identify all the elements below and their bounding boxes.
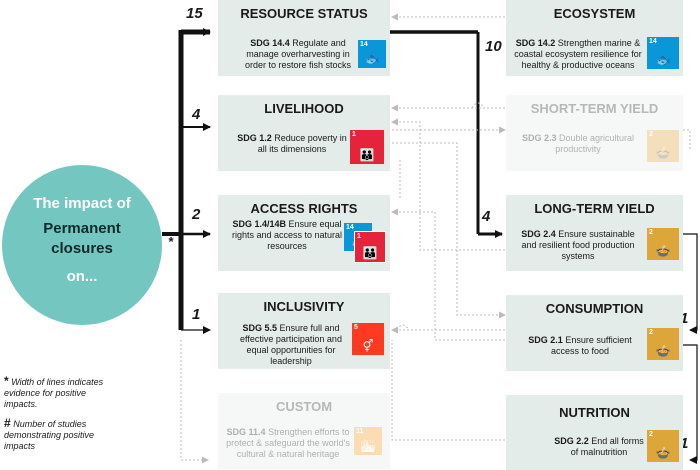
box-desc: SDG 14.2 Strengthen marine & coastal eco… (514, 38, 642, 70)
circle-line-1: The impact of (33, 195, 131, 212)
dotted-bridge (471, 102, 485, 109)
box-title: CUSTOM (275, 399, 333, 414)
box-desc: SDG 2.4 Ensure sustainable and resilient… (521, 229, 635, 261)
count-nutrition: 1 (680, 435, 689, 452)
box-resource-status: RESOURCE STATUS SDG 14.4 Regulate and ma… (218, 0, 390, 76)
sdg1-icon: 1👪 (350, 130, 384, 164)
dotted-livelihood-consumption (392, 142, 506, 319)
count-consumption: 1 (680, 310, 689, 327)
impact-circle: The impact of Permanent closures on... (2, 165, 162, 325)
box-ecosystem: ECOSYSTEM SDG 14.2 Strengthen marine & c… (506, 0, 683, 76)
sdg14-icon: 14🐟 (647, 37, 679, 69)
circle-line-2: Permanent closures (43, 220, 121, 257)
sdg11-icon: 11🏙 (354, 427, 382, 455)
sdg14-icon: 14🐟 (358, 40, 386, 68)
box-nutrition: NUTRITION SDG 2.2 End all forms of malnu… (506, 395, 683, 470)
box-title: ECOSYSTEM (553, 6, 636, 21)
dotted-bridge-2 (396, 324, 410, 331)
box-desc: SDG 1.2 Reduce poverty in all its dimens… (237, 133, 347, 154)
box-title: ACCESS RIGHTS (250, 201, 358, 216)
sdg2-icon: 2🍲 (647, 130, 679, 162)
footnote-line-width: * Width of lines indicates evidence for … (4, 374, 104, 409)
box-title: SHORT-TERM YIELD (530, 101, 659, 116)
box-title: CONSUMPTION (545, 301, 644, 316)
box-livelihood: LIVELIHOOD SDG 1.2 Reduce poverty in all… (218, 95, 390, 171)
box-long-term-yield: LONG-TERM YIELD SDG 2.4 Ensure sustainab… (506, 195, 683, 271)
box-title: NUTRITION (559, 405, 630, 420)
box-desc: SDG 2.2 End all forms of malnutrition (554, 436, 644, 457)
box-inclusivity: INCLUSIVITY SDG 5.5 Ensure full and effe… (218, 293, 390, 369)
sdg2-icon: 2🍲 (647, 328, 679, 360)
footnote-study-count: # Number of studies demonstrating positi… (4, 416, 95, 451)
box-desc: SDG 14.4 Regulate and manage overharvest… (244, 38, 352, 70)
arrow-nutrition (683, 344, 698, 464)
sdg5-icon: 5⚥ (352, 323, 384, 355)
dotted-nutrition-inclusivity (391, 340, 505, 441)
sdg2-icon: 2🍲 (647, 228, 679, 260)
box-desc: SDG 11.4 Strengthen efforts to protect &… (226, 427, 350, 459)
box-consumption: CONSUMPTION SDG 2.1 Ensure sufficient ac… (506, 295, 683, 371)
dotted-consumption-access (391, 208, 505, 341)
count-inclusivity: 1 (192, 306, 201, 323)
count-longterm: 4 (482, 208, 491, 225)
count-ecosystem: 10 (485, 38, 502, 55)
box-desc: SDG 1.4/14B Ensure equal rights and acce… (231, 219, 343, 251)
trunk-asterisk: * (168, 234, 174, 249)
box-title: INCLUSIVITY (263, 299, 345, 314)
count-livelihood: 4 (192, 106, 201, 123)
dotted-longterm-livelihood (391, 118, 505, 251)
sdg2-icon: 2🍲 (647, 430, 679, 462)
dotted-custom (180, 340, 209, 464)
circle-line-3: on... (66, 268, 98, 285)
count-resource: 15 (186, 5, 203, 22)
box-short-term-yield: SHORT-TERM YIELD SDG 2.3 Double agricult… (506, 95, 683, 171)
box-desc: SDG 2.1 Ensure sufficient access to food (528, 335, 632, 356)
box-title: LONG-TERM YIELD (534, 201, 655, 216)
box-access-rights: ACCESS RIGHTS SDG 1.4/14B Ensure equal r… (218, 195, 390, 271)
count-access: 2 (192, 206, 201, 223)
box-title: RESOURCE STATUS (240, 6, 368, 21)
arrow-consumption (683, 233, 698, 334)
box-custom: CUSTOM SDG 11.4 Strengthen efforts to pr… (218, 393, 390, 469)
sdg1-icon: 1👪 (354, 231, 386, 263)
box-desc: SDG 5.5 Ensure full and effective partic… (240, 323, 342, 366)
dotted-short-right (683, 129, 691, 150)
box-title: LIVELIHOOD (264, 101, 344, 116)
box-desc: SDG 2.3 Double agricultural productivity (521, 133, 635, 154)
